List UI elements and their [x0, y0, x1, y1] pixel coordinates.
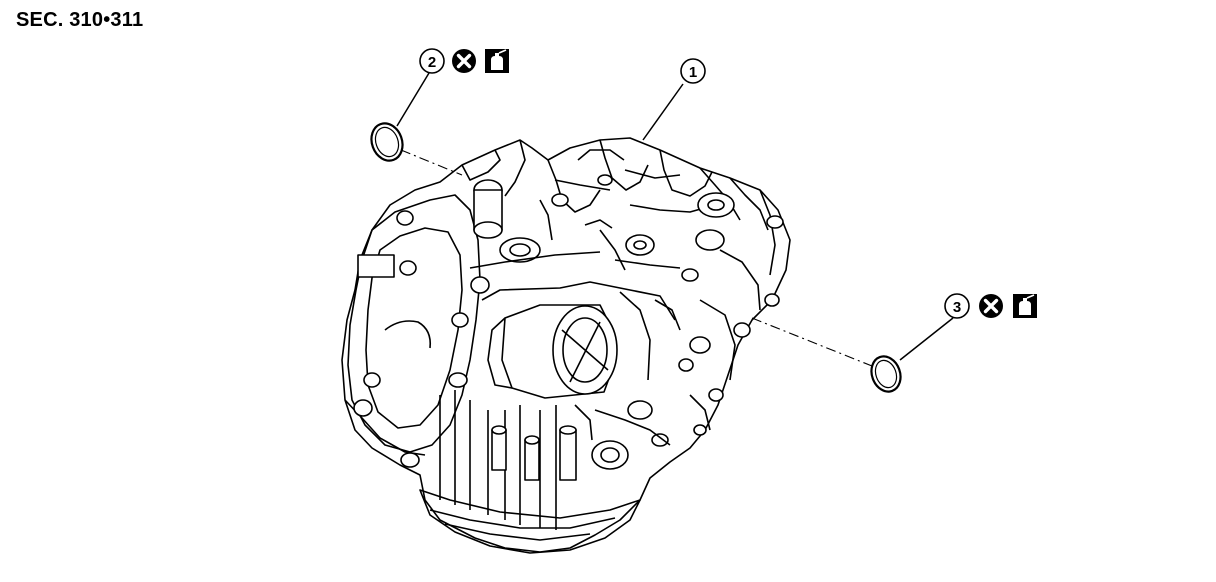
- callout-number-1: 1: [689, 64, 697, 81]
- transaxle-assembly: [341, 137, 791, 554]
- o-ring-left: [370, 122, 404, 162]
- centerline-o-ring-3: [751, 317, 873, 367]
- o-ring-right: [870, 355, 902, 393]
- do-not-reuse-icon: [977, 292, 1005, 320]
- section-label: SEC. 310•311: [16, 9, 144, 31]
- do-not-reuse-icon: [450, 47, 478, 75]
- callout-number-3: 3: [953, 299, 961, 316]
- apply-fluid-icon: [1012, 293, 1038, 319]
- callout-3: 3: [899, 292, 1038, 361]
- apply-fluid-icon: [484, 48, 510, 74]
- callout-1: 1: [642, 58, 706, 141]
- centerline-o-ring-2: [400, 149, 463, 176]
- callout-2: 2: [396, 47, 510, 127]
- callout-number-2: 2: [428, 54, 436, 71]
